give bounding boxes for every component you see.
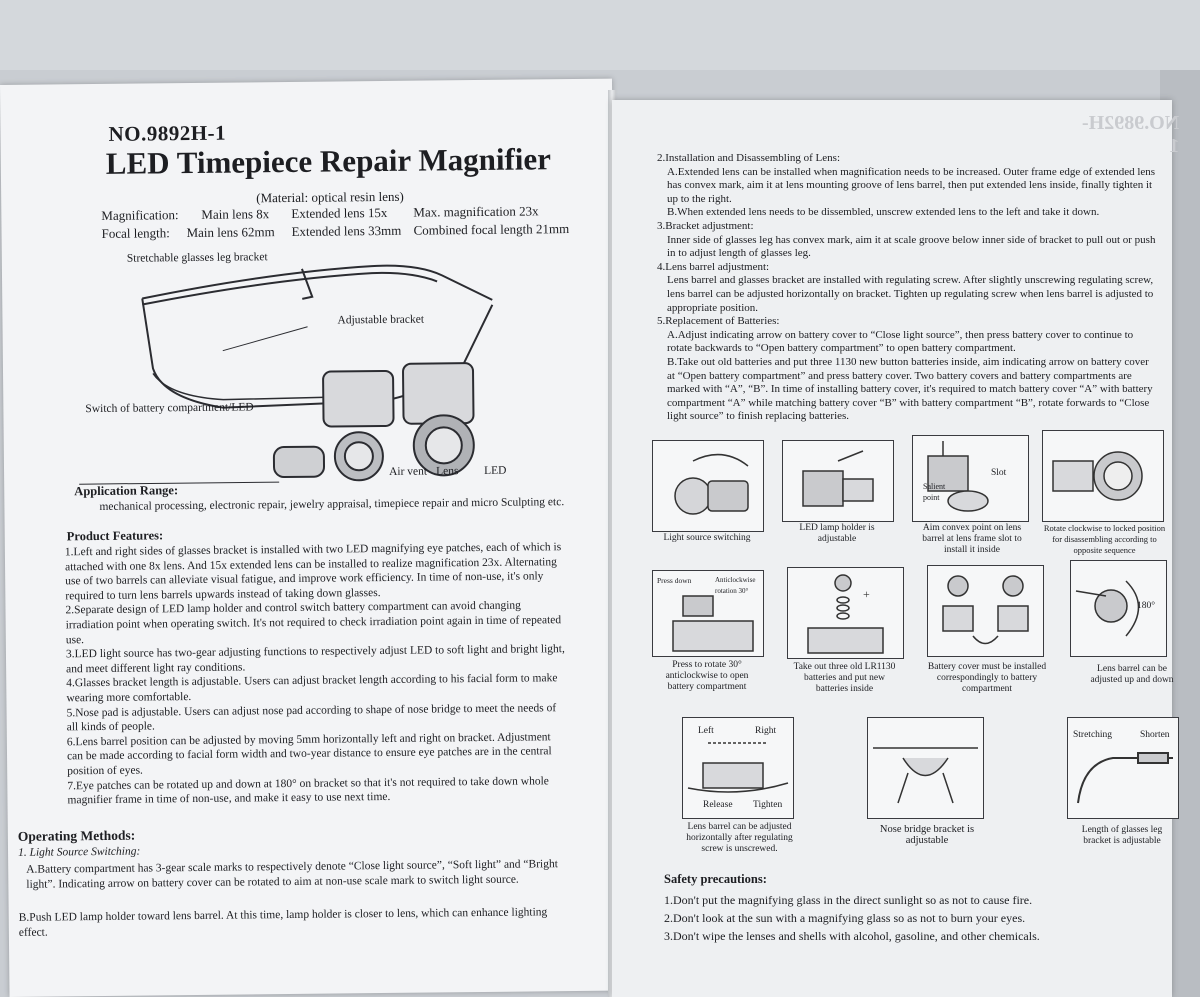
figure-inner-label: Anticlockwise rotation 30° (715, 576, 756, 595)
figure-barrel-updown: 180° (1070, 560, 1167, 657)
figure-nose-bridge (867, 717, 984, 819)
spec-main-focal: Main lens 62mm (186, 224, 275, 241)
figure-caption: LED lamp holder is adjustable (799, 523, 875, 544)
model-number: NO.9892H-1 (108, 120, 227, 146)
figure-caption: Light source switching (663, 533, 751, 543)
spec-ext-mag: Extended lens 15x (291, 204, 388, 221)
section-head: 5.Replacement of Batteries: (657, 315, 780, 328)
spec-main-mag: Main lens 8x (201, 206, 270, 222)
feature-item: 6.Lens barrel position can be adjusted b… (66, 730, 552, 778)
safety-item: 1.Don't put the magnifying glass in the … (664, 893, 1033, 907)
operating-b: B.Push LED lamp holder toward lens barre… (18, 906, 548, 939)
operating-heading: Operating Methods: (17, 827, 136, 844)
figure-caption: Aim convex point on lens barrel at lens … (922, 523, 1022, 555)
safety-item: 2.Don't look at the sun with a magnifyin… (664, 911, 1026, 925)
figure-caption: Nose bridge bracket is adjustable (879, 824, 975, 846)
section-line: Inner side of glasses leg has convex mar… (667, 233, 1156, 260)
section-line: B.When extended lens needs to be dissemb… (667, 206, 1100, 219)
right-page: NO.9892H-1 2.Installation and Disassembl… (612, 100, 1179, 997)
section-head: 2.Installation and Disassembling of Lens… (657, 152, 840, 164)
figure-rotate-lock (1042, 430, 1164, 522)
section-line: Lens barrel and glasses bracket are inst… (667, 274, 1154, 314)
label-air-vent: Air vent (389, 465, 428, 478)
figure-inner-label: Tighten (753, 800, 783, 810)
operating-a: A.Battery compartment has 3-gear scale m… (26, 858, 558, 891)
section-line: A.Extended lens can be installed when ma… (667, 165, 1156, 205)
figure-batteries: + (787, 567, 904, 659)
page-title: LED Timepiece Repair Magnifier (105, 141, 552, 181)
figure-caption: Press to rotate 30° anticlockwise to ope… (665, 660, 749, 692)
label-adjustable-bracket: Adjustable bracket (337, 313, 425, 327)
figure-inner-label: Stretching (1073, 730, 1113, 740)
figure-lens-install: Slot Salient point (912, 435, 1029, 522)
figure-press-rotate: Press down Anticlockwise rotation 30° (652, 570, 764, 657)
figure-inner-label: Shorten (1140, 730, 1170, 740)
figure-barrel-horizontal: Left Right Release Tighten (682, 717, 794, 819)
spec-ext-focal: Extended lens 33mm (291, 222, 402, 239)
operating-subheading: 1. Light Source Switching: (17, 845, 141, 859)
figure-caption: Lens barrel can be adjusted up and down (1090, 664, 1174, 685)
svg-text:+: + (863, 587, 870, 601)
application-heading: Application Range: (74, 483, 179, 499)
figure-caption: Lens barrel can be adjusted horizontally… (686, 822, 793, 854)
figure-light-switching (652, 440, 764, 532)
section-line: A.Adjust indicating arrow on battery cov… (667, 328, 1134, 355)
spec-max-mag: Max. magnification 23x (413, 203, 539, 220)
figure-battery-cover (927, 565, 1044, 657)
figure-caption: Rotate clockwise to locked position for … (1043, 523, 1166, 555)
features-heading: Product Features: (66, 528, 164, 544)
instructions-block: 2.Installation and Disassembling of Lens… (657, 152, 1157, 424)
figure-leg-length: Stretching Shorten (1067, 717, 1179, 819)
figure-inner-label: 180° (1137, 601, 1156, 611)
figure-caption: Take out three old LR1130 batteries and … (793, 662, 896, 694)
figure-inner-label: Right (755, 726, 777, 736)
figure-inner-label: Left (698, 726, 714, 736)
features-list: 1.Left and right sides of glasses bracke… (65, 540, 568, 808)
safety-list: 1.Don't put the magnifying glass in the … (664, 891, 1154, 945)
feature-item: 1.Left and right sides of glasses bracke… (64, 541, 562, 603)
safety-heading: Safety precautions: (664, 872, 767, 886)
material-note: (Material: optical resin lens) (256, 188, 404, 206)
label-lens: Lens (436, 465, 459, 478)
feature-item: 2.Separate design of LED lamp holder and… (65, 599, 562, 646)
section-line: B.Take out old batteries and put three 1… (667, 355, 1153, 423)
figure-lamp-holder (782, 440, 894, 522)
spec-focal-label: Focal length: (101, 225, 170, 241)
figure-caption: Length of glasses leg bracket is adjusta… (1081, 825, 1163, 846)
background-top (0, 0, 1200, 70)
figure-inner-label: Slot (991, 468, 1007, 478)
safety-item: 3.Don't wipe the lenses and shells with … (664, 929, 1040, 943)
figure-caption: Battery cover must be installed correspo… (927, 662, 1047, 694)
figure-inner-label: Press down (657, 576, 692, 585)
left-page: NO.9892H-1 LED Timepiece Repair Magnifie… (0, 78, 622, 997)
label-leg-bracket: Stretchable glasses leg bracket (126, 251, 268, 265)
spec-mag-label: Magnification: (101, 207, 179, 223)
feature-item: 7.Eye patches can be rotated up and down… (67, 774, 549, 807)
figure-inner-label: Release (703, 800, 733, 810)
figure-inner-label: Salient point (923, 482, 946, 502)
label-led: LED (484, 464, 507, 477)
spec-combined-focal: Combined focal length 21mm (413, 221, 570, 238)
section-head: 3.Bracket adjustment: (657, 219, 754, 232)
magnifier-diagram (79, 264, 494, 485)
label-switch: Switch of battery compartment/LED (85, 401, 254, 416)
section-head: 4.Lens barrel adjustment: (657, 260, 770, 273)
